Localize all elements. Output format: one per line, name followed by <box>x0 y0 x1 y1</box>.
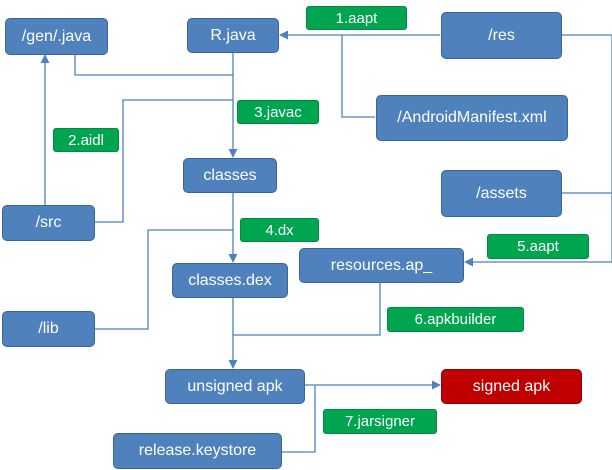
signed-apk-node: signed apk <box>441 369 582 404</box>
gen-to-javac-line <box>74 55 233 76</box>
step-aapt-1: 1.aapt <box>306 6 407 30</box>
keystore-to-jarsigner-line <box>282 385 316 453</box>
step-apkbuilder-6: 6.apkbuilder <box>387 307 524 332</box>
step-aapt-5: 5.aapt <box>487 234 589 259</box>
res-node: /res <box>441 12 562 59</box>
release-keystore-node: release.keystore <box>113 433 282 469</box>
step-dx-4: 4.dx <box>240 218 319 242</box>
step-aidl-2: 2.aidl <box>53 128 119 152</box>
assets-node: /assets <box>441 170 562 217</box>
manifest-to-aapt-line <box>341 35 375 118</box>
r-java-node: R.java <box>187 18 279 53</box>
lib-node: /lib <box>2 311 95 347</box>
unsigned-apk-node: unsigned apk <box>165 369 305 404</box>
resources-ap-node: resources.ap_ <box>299 248 464 283</box>
lib-to-dx-line <box>95 229 233 330</box>
step-javac-3: 3.javac <box>237 100 319 124</box>
resources-to-apkbuilder-line <box>233 283 381 336</box>
step-jarsigner-7: 7.jarsigner <box>323 409 437 434</box>
android-manifest-node: /AndroidManifest.xml <box>376 95 568 141</box>
src-node: /src <box>2 205 95 241</box>
src-to-javac-line <box>95 99 233 223</box>
gen-java-node: /gen/.java <box>5 18 108 55</box>
res-assets-to-resources-arrow <box>464 34 612 267</box>
classes-node: classes <box>183 158 277 193</box>
classes-dex-node: classes.dex <box>172 263 288 298</box>
